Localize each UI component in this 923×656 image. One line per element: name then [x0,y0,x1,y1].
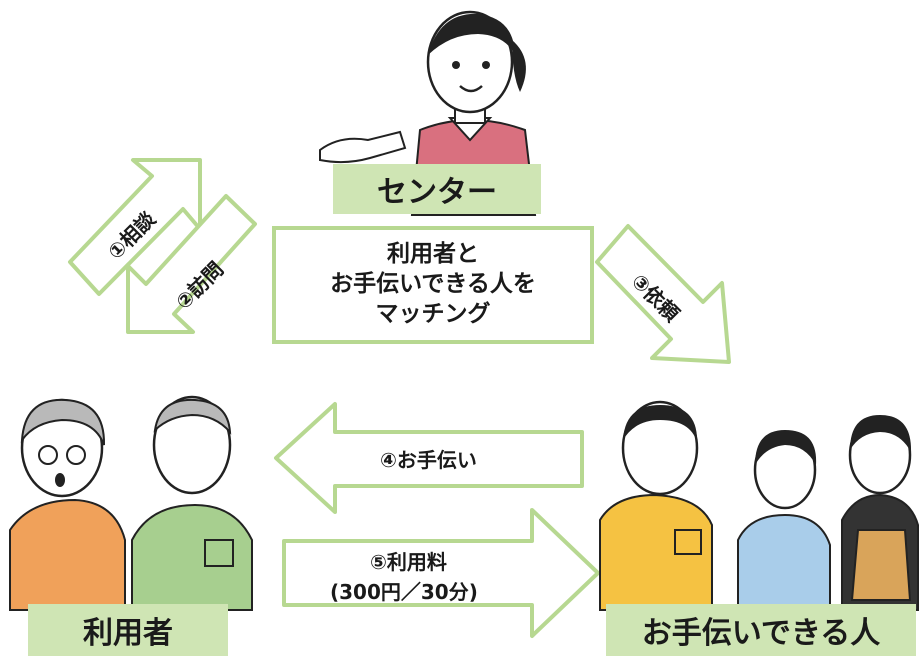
users-title: 利用者 [83,616,173,651]
matching-line-1: 利用者と [387,241,479,268]
matching-line-3: マッチング [375,300,491,327]
center-title-box: センター [333,164,541,214]
users-illustration [9,395,253,611]
users-title-box: 利用者 [28,604,228,656]
arrow-help [274,402,584,514]
matching-box: 利用者と お手伝いできる人を マッチング [272,226,594,344]
step-5-label: ⑤利用料 [370,550,447,574]
matching-line-2: お手伝いできる人を [330,271,536,298]
arrow-visit [126,194,257,334]
arrow-fee [282,508,600,638]
step-5-sublabel: (300円／30分) [330,580,478,604]
center-title: センター [377,175,497,210]
helpers-title: お手伝いできる人 [641,616,881,651]
helpers-title-box: お手伝いできる人 [606,604,916,656]
step-4-label: ④お手伝い [380,448,477,472]
arrow-request [595,224,731,364]
helpers-illustration [599,400,919,611]
arrow-consult [68,158,202,296]
